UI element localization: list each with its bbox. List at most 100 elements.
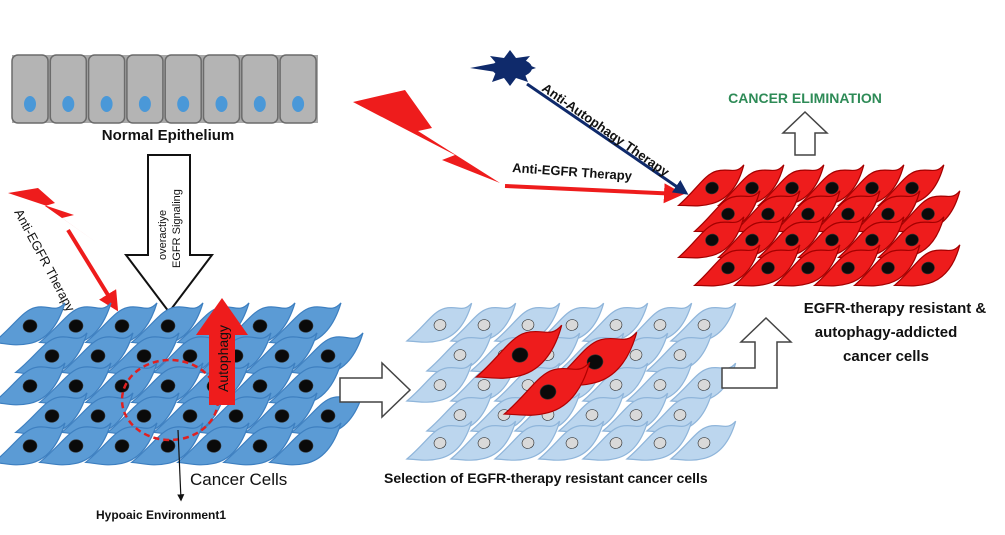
cell-nucleus xyxy=(585,409,599,421)
cell-nucleus xyxy=(801,207,815,221)
cell-nucleus xyxy=(22,439,38,453)
normal-epithelium-label: Normal Epithelium xyxy=(102,127,235,144)
cell-nucleus xyxy=(114,319,130,333)
cell-nucleus xyxy=(433,319,447,331)
cell-nucleus xyxy=(865,233,879,247)
cancer-cell xyxy=(0,362,66,406)
autophagy-arrow xyxy=(196,298,248,405)
cell-nucleus xyxy=(252,379,268,393)
anti-autophagy-arrow xyxy=(526,82,689,195)
cell-nucleus xyxy=(22,379,38,393)
cell-nucleus xyxy=(521,319,535,331)
elimination-arrow xyxy=(781,110,829,156)
cancer-cell xyxy=(836,164,905,207)
cell-nucleus xyxy=(206,439,222,453)
cell-nucleus xyxy=(453,409,467,421)
cell-nucleus xyxy=(785,181,799,195)
epithelial-cell xyxy=(202,54,241,124)
epithelial-nucleus xyxy=(253,96,266,112)
cancer-cell xyxy=(152,332,226,376)
autophagy-label: Autophagy xyxy=(215,325,231,392)
resistant-label-2: autophagy-addicted xyxy=(815,324,958,341)
cancer-cell xyxy=(852,244,921,287)
cancer-cell xyxy=(692,244,761,287)
epithelial-cell xyxy=(164,54,202,124)
cancer-cell xyxy=(796,216,865,259)
cell-nucleus xyxy=(653,437,667,449)
normal-epithelium xyxy=(11,54,318,124)
cancer-cell xyxy=(38,302,112,346)
cancer-cell xyxy=(244,392,318,436)
cancer-cell xyxy=(581,420,649,461)
cell-nucleus xyxy=(68,439,84,453)
cell-nucleus xyxy=(477,379,491,391)
epithelial-nucleus xyxy=(100,96,113,112)
cancer-cell xyxy=(222,422,296,466)
cell-nucleus xyxy=(44,349,60,363)
cell-nucleus xyxy=(653,319,667,331)
cell-nucleus xyxy=(921,207,935,221)
epithelial-nucleus xyxy=(215,96,228,112)
selection-label: Selection of EGFR-therapy resistant canc… xyxy=(384,470,708,486)
hypoxic-environment-label: Hypoaic Environment1 xyxy=(96,508,226,522)
cancer-cell xyxy=(601,392,669,433)
cell-nucleus xyxy=(565,319,579,331)
progression-arrow xyxy=(721,316,793,389)
anti-egfr-top-label: Anti-EGFR Therapy xyxy=(512,160,633,183)
cell-nucleus xyxy=(609,437,623,449)
cancer-cell xyxy=(198,392,272,436)
cell-nucleus xyxy=(136,349,152,363)
cancer-cell xyxy=(676,164,745,207)
cell-nucleus xyxy=(511,347,529,363)
epithelial-nucleus xyxy=(138,96,151,112)
epithelial-nucleus xyxy=(292,96,305,112)
epithelial-nucleus xyxy=(24,96,36,112)
cell-nucleus xyxy=(697,379,711,391)
cell-nucleus xyxy=(521,437,535,449)
cell-nucleus xyxy=(298,319,314,333)
epithelial-cell xyxy=(279,54,317,124)
cancer-cell xyxy=(493,420,561,461)
cell-nucleus xyxy=(905,233,919,247)
hypoxic-pointer-arrow xyxy=(177,429,185,502)
epithelial-cell xyxy=(241,54,279,124)
cell-nucleus xyxy=(761,207,775,221)
cell-nucleus xyxy=(825,181,839,195)
cell-nucleus xyxy=(298,379,314,393)
cancer-cell xyxy=(537,420,605,461)
overactive-label-2: EGFR Signaling xyxy=(171,189,183,268)
cancer-cell xyxy=(625,420,693,461)
cell-nucleus xyxy=(745,233,759,247)
anti-egfr-left-label: Anti-EGFR Therapy xyxy=(11,206,78,314)
lightning-bolt-left-icon xyxy=(8,188,100,245)
anti-egfr-left-arrow xyxy=(66,228,119,312)
cancer-cell-mass xyxy=(0,302,364,466)
cell-nucleus xyxy=(905,181,919,195)
cancer-cell xyxy=(669,420,737,461)
cancer-cell xyxy=(812,244,881,287)
cell-nucleus xyxy=(865,181,879,195)
cancer-cell xyxy=(676,216,745,259)
cell-nucleus xyxy=(825,233,839,247)
cell-nucleus xyxy=(745,181,759,195)
lightning-bolt-top-icon xyxy=(353,90,500,183)
cell-nucleus xyxy=(721,261,735,275)
cell-nucleus xyxy=(881,207,895,221)
cancer-cell xyxy=(405,302,473,343)
cancer-cell xyxy=(222,362,296,406)
cell-nucleus xyxy=(320,409,336,423)
epithelial-cell xyxy=(126,54,164,124)
cell-nucleus xyxy=(801,261,815,275)
cell-nucleus xyxy=(477,319,491,331)
cell-nucleus xyxy=(921,261,935,275)
cell-nucleus xyxy=(160,319,176,333)
cancer-cell xyxy=(84,422,158,466)
cell-nucleus xyxy=(609,379,623,391)
cancer-cell xyxy=(176,422,250,466)
cell-nucleus xyxy=(136,409,152,423)
cell-nucleus xyxy=(22,319,38,333)
cancer-cell xyxy=(268,422,342,466)
cancer-cell xyxy=(732,244,801,287)
cell-nucleus xyxy=(68,319,84,333)
epithelial-cell xyxy=(49,54,88,124)
